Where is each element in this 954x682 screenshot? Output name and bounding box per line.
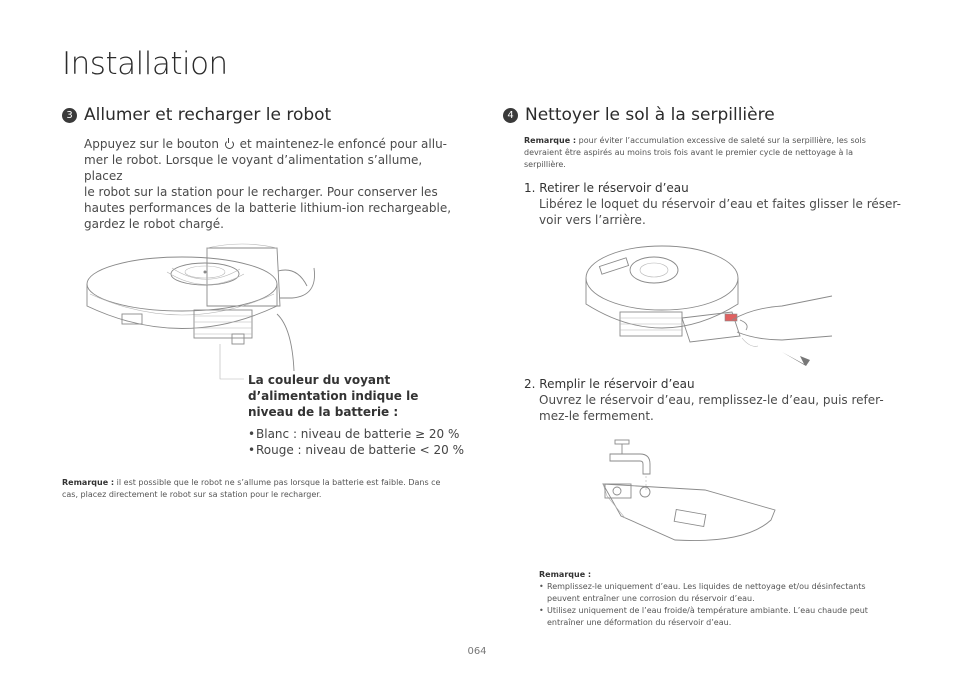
fill-tank-illustration bbox=[602, 439, 776, 541]
step-number-badge: 3 bbox=[62, 107, 77, 123]
list-item: Utilisez uniquement de l’eau froide/à te… bbox=[539, 605, 899, 629]
section4-heading: 4 Nettoyer le sol à la serpillière bbox=[503, 105, 775, 125]
section4-note: Remarque : pour éviter l’accumulation ex… bbox=[524, 136, 866, 169]
step2-title: 2. Remplir le réservoir d’eau bbox=[524, 377, 695, 391]
robot-grille bbox=[619, 311, 683, 337]
battery-level-list: Blanc : niveau de batterie ≥ 20 % Rouge … bbox=[248, 426, 468, 458]
step1-text: Libérez le loquet du réservoir d’eau et … bbox=[539, 197, 901, 227]
water-tank bbox=[602, 483, 776, 541]
section3-note: Remarque : il est possible que le robot … bbox=[62, 478, 441, 499]
step1-title: 1. Retirer le réservoir d’eau bbox=[524, 181, 689, 195]
faucet-icon bbox=[609, 439, 651, 475]
section4-remark: Remarque : Remplissez-le uniquement d’ea… bbox=[539, 569, 899, 629]
step2-text: Ouvrez le réservoir d’eau, remplissez-le… bbox=[539, 393, 884, 423]
section3-heading: 3 Allumer et recharger le robot bbox=[62, 105, 331, 125]
slide-arrow-icon bbox=[782, 352, 810, 366]
list-item: Remplissez-le uniquement d’eau. Les liqu… bbox=[539, 581, 899, 605]
remove-tank-illustration bbox=[585, 245, 833, 366]
power-icon bbox=[224, 138, 234, 149]
page-title: Installation bbox=[62, 46, 228, 82]
list-item: Rouge : niveau de batterie < 20 % bbox=[248, 442, 468, 458]
step2-block: 2. Remplir le réservoir d’eau Ouvrez le … bbox=[524, 377, 904, 424]
section3-title: Allumer et recharger le robot bbox=[84, 105, 332, 125]
battery-callout: La couleur du voyant d’alimentation indi… bbox=[248, 372, 468, 458]
section3-intro: Appuyez sur le bouton et maintenez-le en… bbox=[84, 137, 452, 231]
step-number-badge: 4 bbox=[503, 107, 518, 123]
robot-grille bbox=[193, 309, 253, 339]
list-item: Blanc : niveau de batterie ≥ 20 % bbox=[248, 426, 468, 442]
water-tank bbox=[681, 311, 741, 343]
section4-title: Nettoyer le sol à la serpillière bbox=[525, 105, 775, 125]
remark-list: Remplissez-le uniquement d’eau. Les liqu… bbox=[539, 581, 899, 629]
page-number: 064 bbox=[467, 646, 487, 657]
tank-latch bbox=[724, 313, 738, 322]
dock-station bbox=[206, 247, 281, 307]
step1-block: 1. Retirer le réservoir d’eau Libérez le… bbox=[524, 181, 904, 228]
robot-dock-illustration bbox=[86, 243, 315, 380]
